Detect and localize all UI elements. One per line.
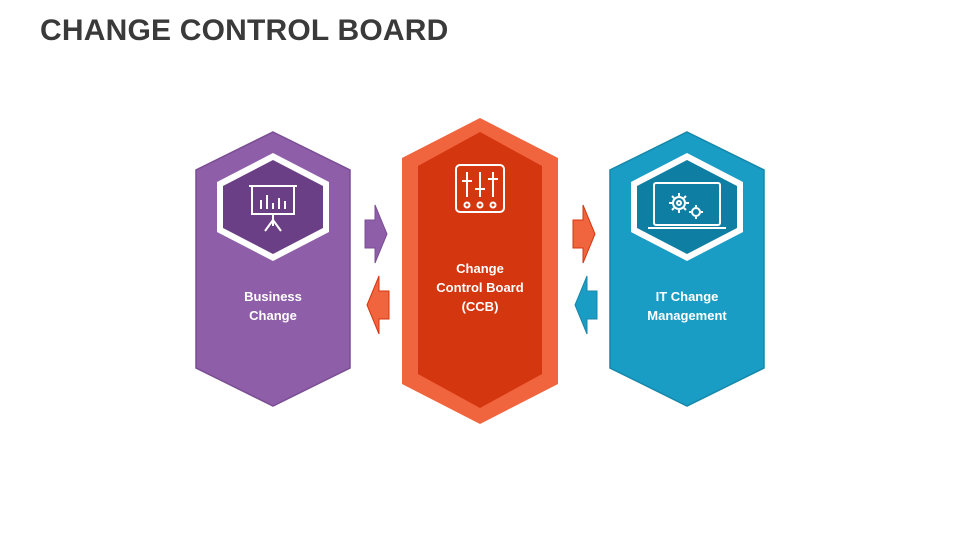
- ccb-label: Change Control Board (CCB): [436, 261, 524, 314]
- business-change-label: Business Change: [244, 289, 302, 323]
- it-change-block: [609, 131, 765, 407]
- page-title: CHANGE CONTROL BOARD: [40, 14, 449, 47]
- business-change-block: [195, 131, 351, 407]
- sliders-icon: [455, 164, 505, 213]
- arrow-left-blue: [574, 275, 598, 335]
- presentation-chart-icon: [249, 185, 297, 232]
- laptop-gears-icon: [648, 182, 726, 229]
- arrow-right-purple: [364, 204, 388, 264]
- ccb-inner-hexagon: [418, 132, 542, 408]
- arrow-right-red: [572, 204, 596, 264]
- it-change-label: IT Change Management: [647, 289, 727, 323]
- arrow-left-red: [366, 275, 390, 335]
- ccb-block: [402, 118, 558, 424]
